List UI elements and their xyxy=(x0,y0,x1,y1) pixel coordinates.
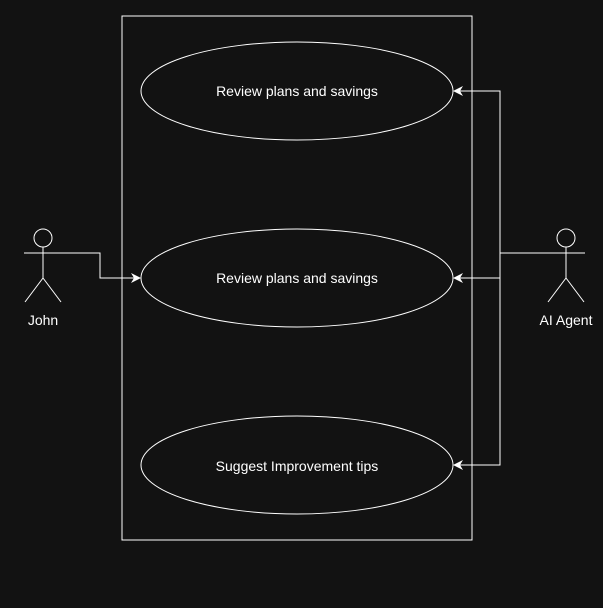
use-case-label: Review plans and savings xyxy=(216,270,378,286)
actor-name: John xyxy=(28,312,58,328)
use-case-label: Review plans and savings xyxy=(216,83,378,99)
connector-agent-to-suggest xyxy=(453,253,501,470)
use-case-suggest-tips[interactable]: Suggest Improvement tips xyxy=(140,415,454,515)
use-case-review-plans-1[interactable]: Review plans and savings xyxy=(140,41,454,141)
connector-john-to-review xyxy=(62,252,141,283)
connector-agent-to-review-1 xyxy=(453,86,501,253)
actor-john[interactable]: John xyxy=(24,228,62,328)
actor-stick-figure-icon xyxy=(547,228,585,303)
actor-ai-agent[interactable]: AI Agent xyxy=(540,228,593,328)
actor-stick-figure-icon xyxy=(24,228,62,303)
use-case-review-plans-2[interactable]: Review plans and savings xyxy=(140,228,454,328)
actor-name: AI Agent xyxy=(540,312,593,328)
use-case-label: Suggest Improvement tips xyxy=(216,458,379,474)
connector-agent-to-review-2 xyxy=(453,253,501,283)
